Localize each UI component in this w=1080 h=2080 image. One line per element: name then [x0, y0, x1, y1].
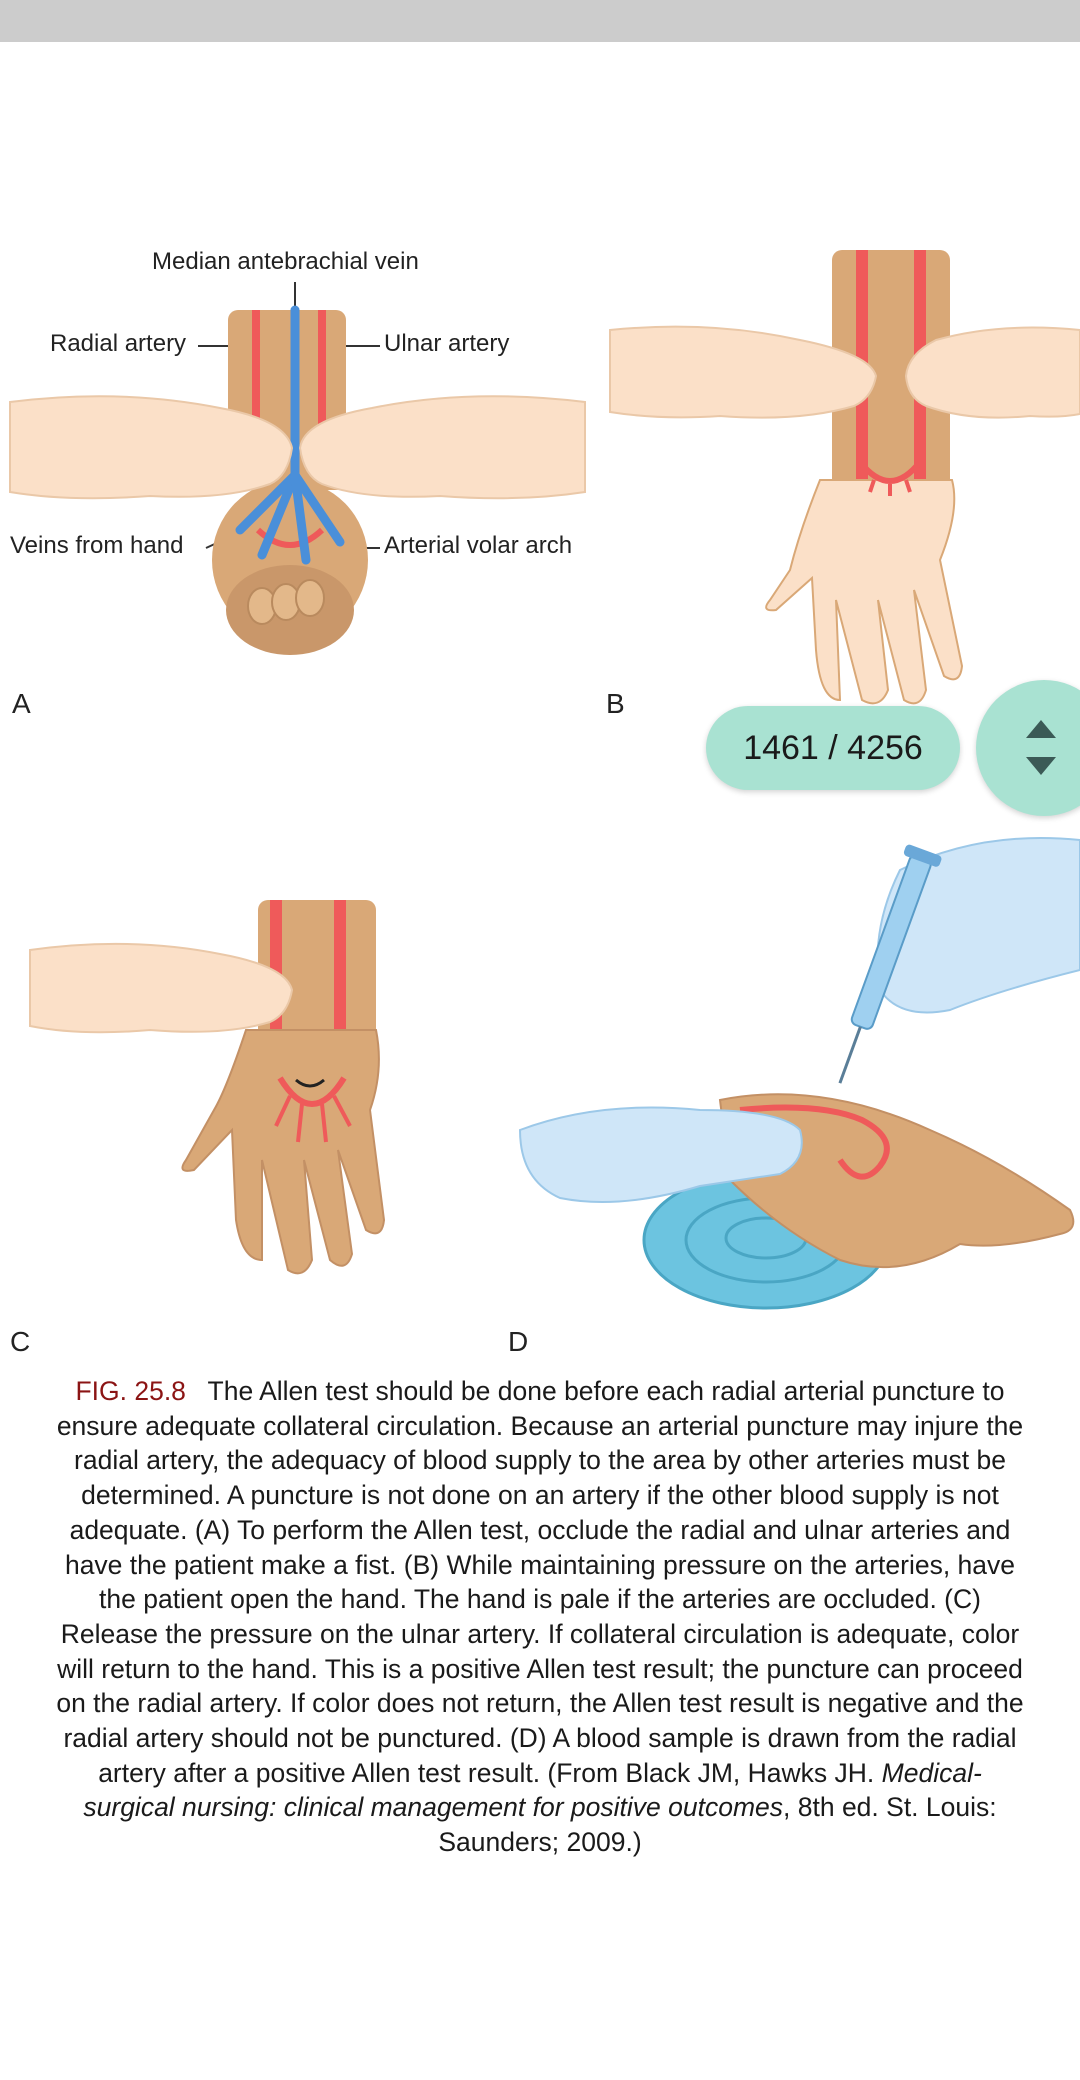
panel-b-illustration	[609, 250, 1080, 705]
scroll-button[interactable]	[976, 680, 1080, 816]
panel-a-illustration	[9, 282, 586, 655]
allen-test-figure: Median antebrachial vein Radial artery U…	[0, 230, 1080, 1360]
caption-body: The Allen test should be done before eac…	[56, 1376, 1024, 1788]
figure-number: FIG. 25.8	[75, 1376, 186, 1406]
panel-d-illustration	[518, 837, 1080, 1310]
label-median-antebrachial-vein: Median antebrachial vein	[152, 248, 419, 275]
panel-c-illustration	[29, 900, 386, 1275]
panel-label-d: D	[508, 1326, 529, 1357]
citation-book-title: Medical-surgical nursing: clinical manag…	[83, 1757, 982, 1823]
label-ulnar-artery: Ulnar artery	[384, 330, 510, 357]
citation-tail: , 8th ed. St. Louis: Saunders; 2009.)	[438, 1792, 997, 1858]
page-indicator[interactable]: 1461 / 4256	[706, 706, 960, 790]
scroll-down-icon[interactable]	[1026, 757, 1056, 775]
label-veins-from-hand: Veins from hand	[10, 532, 184, 559]
panel-label-a: A	[12, 688, 31, 719]
panel-label-c: C	[10, 1326, 31, 1357]
status-bar	[0, 0, 1080, 42]
figure-caption: FIG. 25.8 The Allen test should be done …	[56, 1374, 1024, 1860]
figure-illustration	[9, 250, 1080, 1310]
scroll-up-icon[interactable]	[1026, 720, 1056, 738]
panel-label-b: B	[606, 688, 625, 719]
label-arterial-volar-arch: Arterial volar arch	[384, 532, 573, 559]
label-radial-artery: Radial artery	[50, 330, 187, 357]
